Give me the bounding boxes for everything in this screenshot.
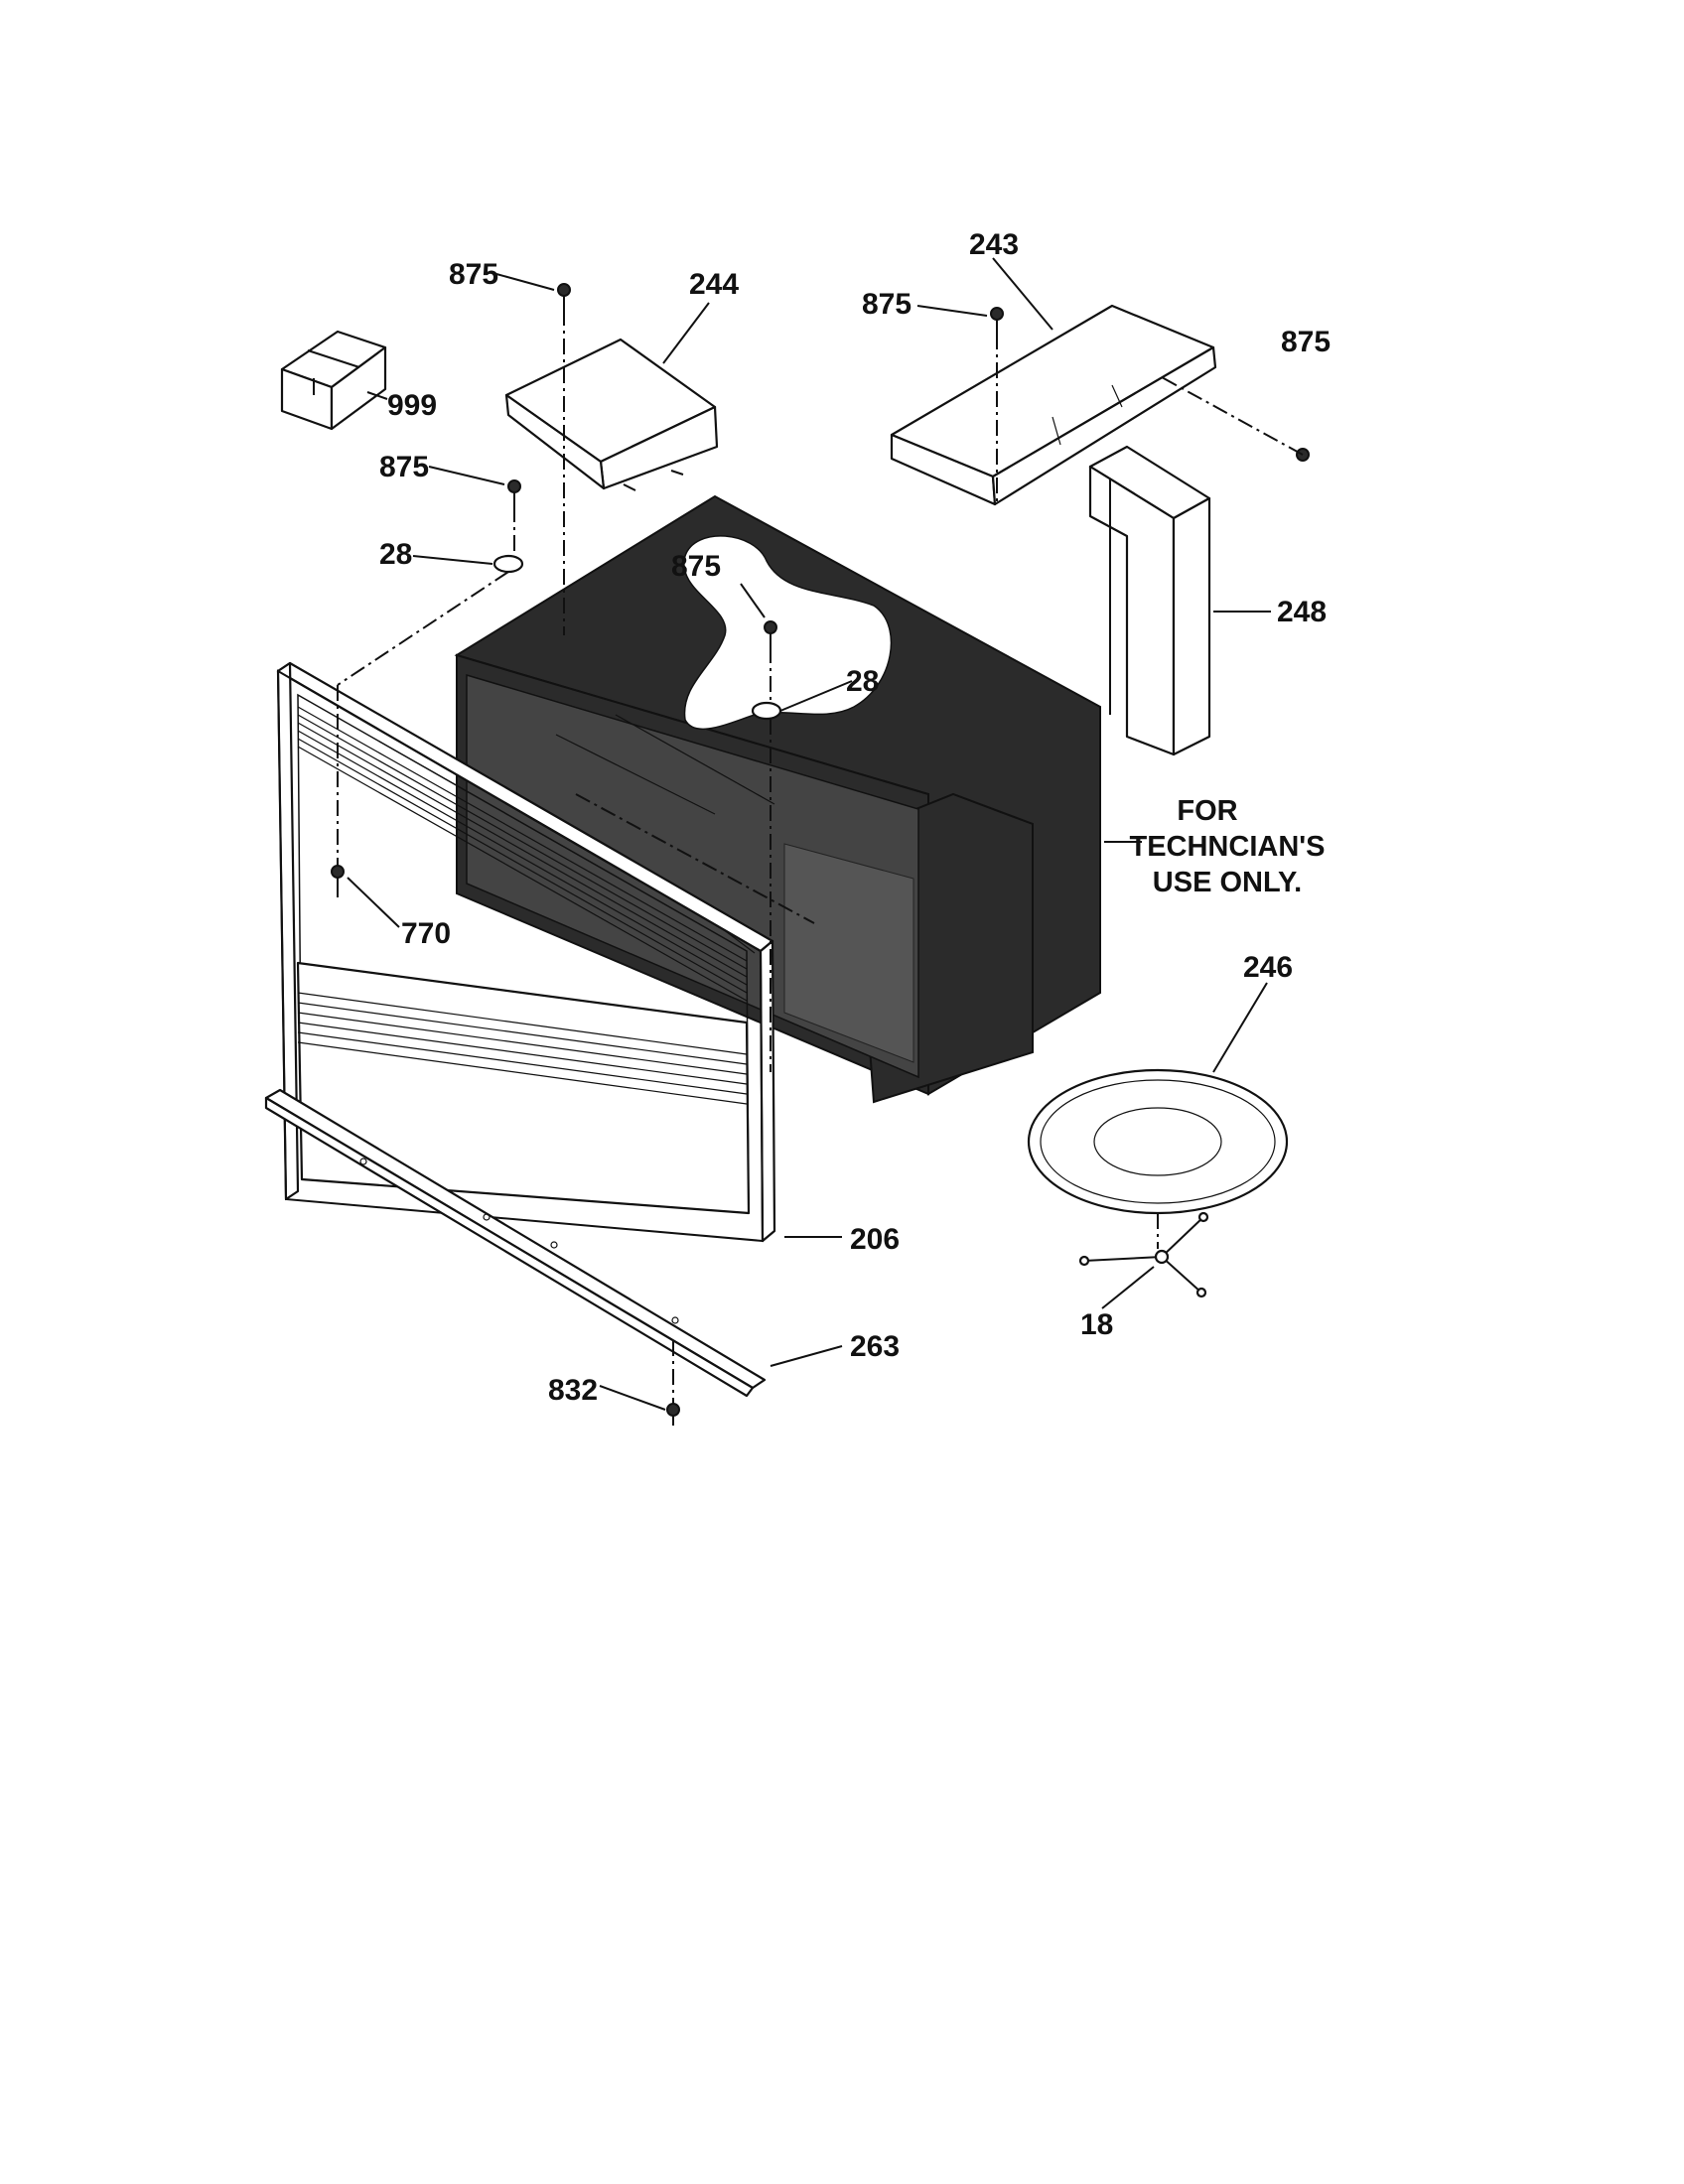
callout-244: 244 [689, 268, 739, 301]
callout-28-b: 28 [846, 665, 879, 698]
callout-243: 243 [969, 228, 1019, 261]
part-243-cover [890, 304, 1217, 506]
callout-875-c: 875 [1281, 326, 1331, 358]
screw-875-a [557, 283, 571, 310]
callout-832: 832 [548, 1374, 598, 1407]
washer-28-a [492, 554, 524, 574]
part-244-cover [504, 338, 719, 491]
callout-246: 246 [1243, 951, 1293, 984]
callout-770: 770 [401, 917, 451, 950]
washer-28-b [751, 701, 782, 721]
part-18-roller [1078, 1211, 1209, 1298]
note-line-2: TECHNCIAN'S [1129, 831, 1325, 863]
part-246-tray [1027, 1068, 1289, 1215]
part-206-frame [276, 661, 776, 1243]
callout-263: 263 [850, 1330, 900, 1363]
assembly-lines [337, 310, 1304, 1404]
technician-note: FOR TECHNCIAN'S USE ONLY. [1129, 795, 1325, 898]
callouts: 875 244 243 875 875 999 875 28 875 28 24… [379, 228, 1331, 1407]
part-999-box [280, 330, 387, 431]
callout-28-a: 28 [379, 538, 412, 571]
screw-875-e [764, 620, 777, 647]
note-line-1: FOR [1177, 795, 1237, 827]
callout-875-b: 875 [862, 288, 912, 321]
part-263-trim [264, 1088, 767, 1398]
part-248-duct [1088, 445, 1211, 756]
screw-832 [666, 1403, 680, 1426]
callout-248: 248 [1277, 596, 1327, 628]
screw-875-d [507, 479, 521, 506]
note-line-3: USE ONLY. [1153, 867, 1302, 898]
callout-875-d: 875 [379, 451, 429, 483]
callout-999: 999 [387, 389, 437, 422]
callout-18: 18 [1080, 1308, 1113, 1341]
callout-206: 206 [850, 1223, 900, 1256]
callout-875-a: 875 [449, 258, 498, 291]
callout-875-e: 875 [671, 550, 721, 583]
screw-875-b [990, 307, 1004, 334]
leader-lines [347, 257, 1271, 1411]
oven-cabinet [454, 494, 1101, 1104]
screw-770 [331, 865, 345, 897]
